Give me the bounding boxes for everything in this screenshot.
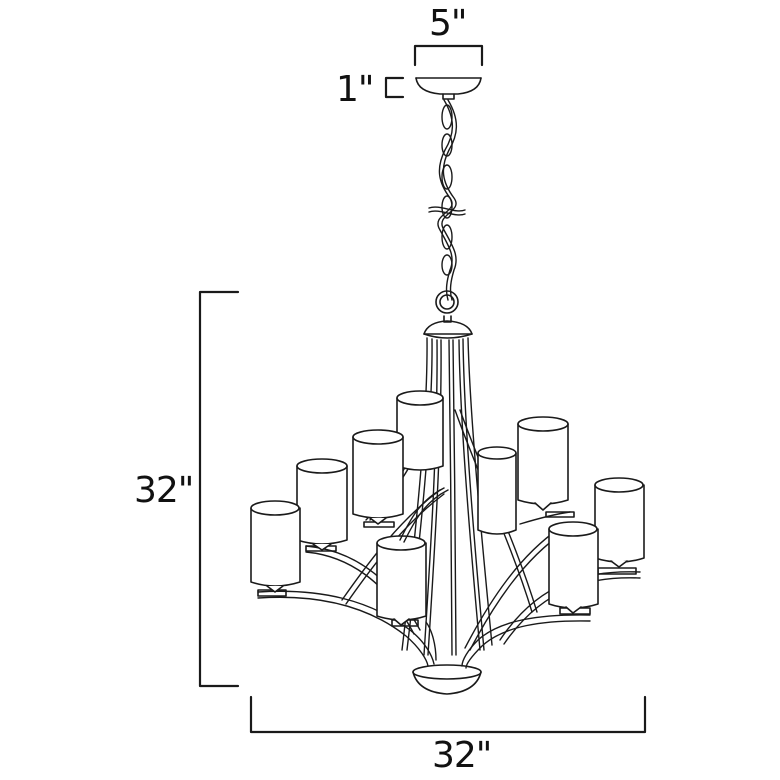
shade-back-right <box>477 446 517 535</box>
shade-mid-left-1 <box>296 458 348 551</box>
width-bracket <box>249 695 647 734</box>
height-label: 32" <box>134 470 194 511</box>
shade-front-right <box>548 521 599 614</box>
glass-shades[interactable] <box>250 390 645 626</box>
canopy <box>415 77 482 100</box>
shade-front-left <box>250 500 301 593</box>
canopy-height-bracket <box>384 76 405 99</box>
canopy-width-label: 5" <box>429 3 467 44</box>
front-arms <box>399 487 571 661</box>
shade-upper-right <box>517 416 569 511</box>
canopy-width-bracket <box>413 44 484 67</box>
shade-mid-left-2 <box>352 429 404 525</box>
canopy-height-label: 1" <box>336 69 374 110</box>
shade-far-right <box>594 477 645 568</box>
bottom-bowl <box>412 664 482 695</box>
height-bracket <box>198 290 240 688</box>
shade-back-center <box>396 390 444 471</box>
shade-front-center <box>376 535 427 626</box>
chain <box>428 99 466 301</box>
top-loop <box>423 290 473 339</box>
width-label: 32" <box>432 735 492 776</box>
